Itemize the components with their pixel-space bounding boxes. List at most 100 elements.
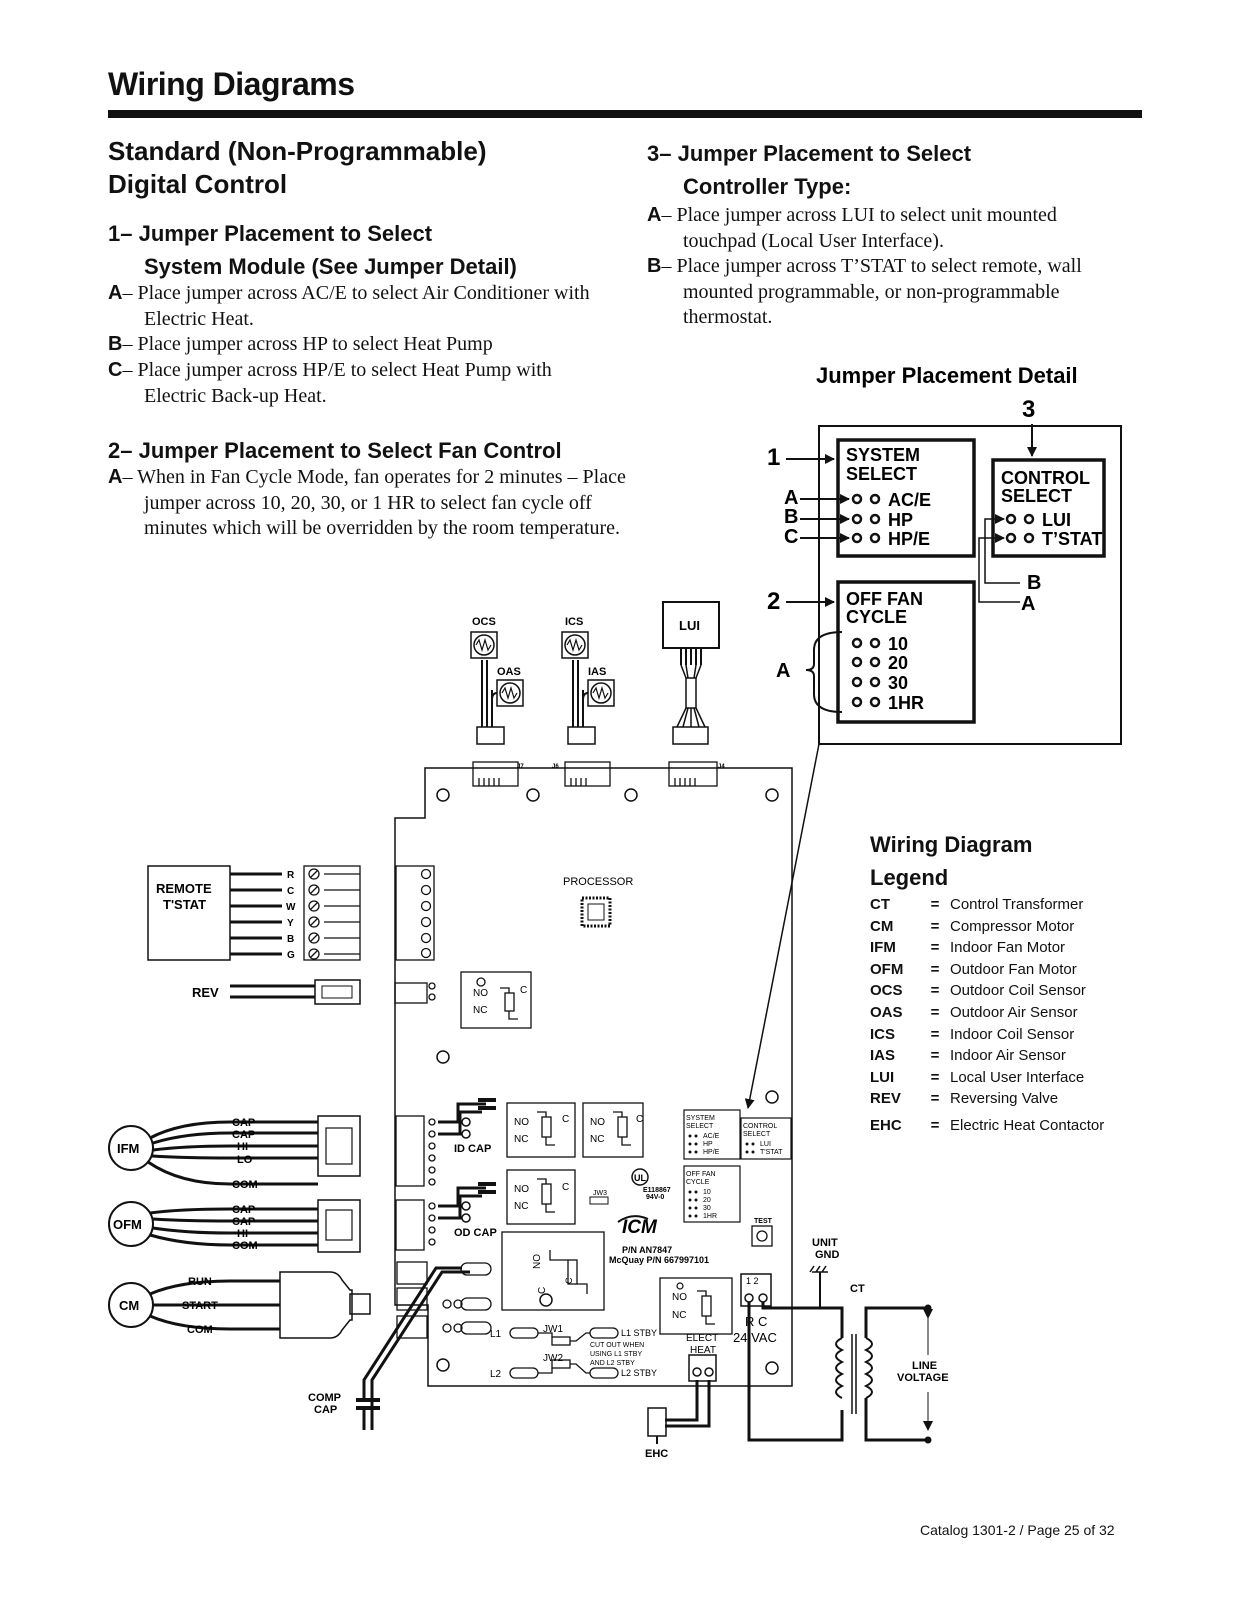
- step3-title-line2: Controller Type:: [683, 174, 852, 199]
- board-ctrl-tstat: T'STAT: [760, 1149, 783, 1156]
- jw2-label: JW2: [543, 1353, 563, 1364]
- legend-desc: Electric Heat Contactor: [950, 1116, 1105, 1134]
- ofm-label: OFM: [113, 1217, 142, 1232]
- fan-bracket: [805, 631, 843, 713]
- page-footer: Catalog 1301-2 / Page 25 of 32: [920, 1522, 1115, 1538]
- step1-title-line2: System Module (See Jumper Detail): [144, 254, 517, 279]
- legend-desc: Outdoor Air Sensor: [950, 1003, 1078, 1021]
- legend-desc: Indoor Air Sensor: [950, 1047, 1066, 1065]
- relay3-nc: NC: [590, 1134, 604, 1145]
- board-ctrl-title1: CONTROL: [743, 1123, 777, 1130]
- board-sys-hpe: HP/E: [703, 1149, 720, 1156]
- legend-abbr: ICS: [870, 1025, 896, 1043]
- comp-cap-wires: [356, 1266, 470, 1430]
- cut-note-3: AND L2 STBY: [590, 1360, 635, 1367]
- section-title-line1: Standard (Non-Programmable): [108, 136, 487, 166]
- transformer-wiring: [747, 1265, 933, 1444]
- legend-eq: =: [930, 896, 940, 913]
- lui-label: LUI: [679, 618, 700, 633]
- od-cap-label: OD CAP: [454, 1227, 497, 1239]
- ics-label: ICS: [565, 616, 583, 628]
- step3-item-b: B– Place jumper across T’STAT to select …: [647, 255, 1082, 328]
- tstat-r: R: [287, 870, 295, 881]
- fan-opt-30: 30: [888, 673, 908, 693]
- legend-row: ICS=Indoor Coil Sensor: [870, 1024, 1170, 1046]
- wiring-legend: Wiring Diagram Legend CT=Control Transfo…: [870, 828, 1170, 1137]
- board-ctrl-pins: [745, 1142, 755, 1154]
- ifm-wire-com: COM: [232, 1179, 258, 1191]
- cm-label: CM: [119, 1298, 139, 1313]
- relay2-no: NO: [514, 1117, 529, 1128]
- item-letter: B: [647, 255, 662, 277]
- ias-label: IAS: [588, 666, 606, 678]
- ofm-wire-cap1: CAP: [232, 1204, 255, 1216]
- legend-title-line2: Legend: [870, 865, 949, 890]
- legend-eq: =: [930, 1047, 940, 1065]
- board-fan-1hr: 1HR: [703, 1213, 717, 1220]
- j6-label: J6: [552, 764, 559, 770]
- cm-wires: [149, 1279, 280, 1331]
- ct-label: CT: [850, 1283, 865, 1295]
- ifm-wires: [147, 1120, 318, 1186]
- board-system-select: [683, 1109, 741, 1160]
- line-voltage-line2: VOLTAGE: [897, 1372, 949, 1384]
- system-opt-ace: AC/E: [888, 490, 931, 510]
- relay-large: [501, 1231, 605, 1311]
- tstat-g: G: [287, 950, 295, 961]
- vac-label: 24 VAC: [733, 1330, 777, 1345]
- remote-tstat-line1: REMOTE: [156, 881, 212, 896]
- board-fan-20: 20: [703, 1197, 711, 1204]
- legend-eq: =: [930, 939, 940, 957]
- jumper-wires: [509, 1327, 619, 1379]
- comp-cap-line2: CAP: [314, 1404, 337, 1416]
- remote-tstat-line2: T'STAT: [163, 897, 206, 912]
- part-number: P/N AN7847: [622, 1245, 672, 1255]
- ifm-motor: [108, 1125, 154, 1171]
- system-opt-hp: HP: [888, 510, 913, 530]
- cm-wire-run: RUN: [188, 1276, 212, 1288]
- board-sys-title2: SELECT: [686, 1123, 714, 1130]
- tstat-w: W: [286, 902, 296, 913]
- relay-k1: [460, 971, 532, 1029]
- mounting-holes: [436, 788, 779, 1375]
- legend-abbr: LUI: [870, 1068, 895, 1086]
- item-letter: A: [108, 466, 123, 488]
- callout-1: 1: [767, 444, 780, 471]
- eh-relay-nc: NC: [672, 1310, 686, 1321]
- legend-eq: =: [930, 1068, 940, 1086]
- legend-eq: =: [930, 1025, 940, 1043]
- legend-desc: Outdoor Fan Motor: [950, 960, 1077, 978]
- od-cap: [438, 1182, 496, 1223]
- cut-note-1: CUT OUT WHEN: [590, 1342, 644, 1349]
- legend-abbr: EHC: [870, 1116, 902, 1134]
- ics-sensor: [561, 631, 615, 745]
- fan-opt-10: 10: [888, 634, 908, 654]
- cut-note-2: USING L1 STBY: [590, 1351, 642, 1358]
- rev-wires: [230, 979, 436, 1005]
- item-letter: A: [647, 204, 662, 226]
- board-sys-pins: [688, 1134, 698, 1154]
- oas-label: OAS: [497, 666, 521, 678]
- relay3-c: C: [636, 1114, 643, 1125]
- ifm-wire-cap1: CAP: [232, 1117, 255, 1129]
- relay2-nc: NC: [514, 1134, 528, 1145]
- relay-large-no: NO: [532, 1254, 543, 1269]
- ofm-wire-hi: HI: [237, 1228, 248, 1240]
- legend-row: OFM=Outdoor Fan Motor: [870, 959, 1170, 981]
- tstat-terminal-block: [303, 865, 361, 961]
- approval-code: E118867: [643, 1187, 671, 1194]
- id-cap: [438, 1098, 496, 1139]
- legend-row: OAS=Outdoor Air Sensor: [870, 1002, 1170, 1024]
- l2-stby-label: L2 STBY: [621, 1368, 657, 1378]
- system-letter-a: A: [784, 487, 798, 509]
- relay-large-coil: C: [564, 1277, 574, 1284]
- rev-label: REV: [192, 985, 219, 1000]
- elect-heat-line1: ELECT: [686, 1333, 718, 1344]
- callout-2: 2: [767, 588, 780, 615]
- board-fan-pins: [688, 1190, 698, 1218]
- item-text: Place jumper across AC/E to select Air C…: [137, 282, 590, 330]
- tstat-y: Y: [287, 918, 294, 929]
- legend-eq: =: [930, 1090, 940, 1108]
- board-fan-cycle: [683, 1165, 741, 1223]
